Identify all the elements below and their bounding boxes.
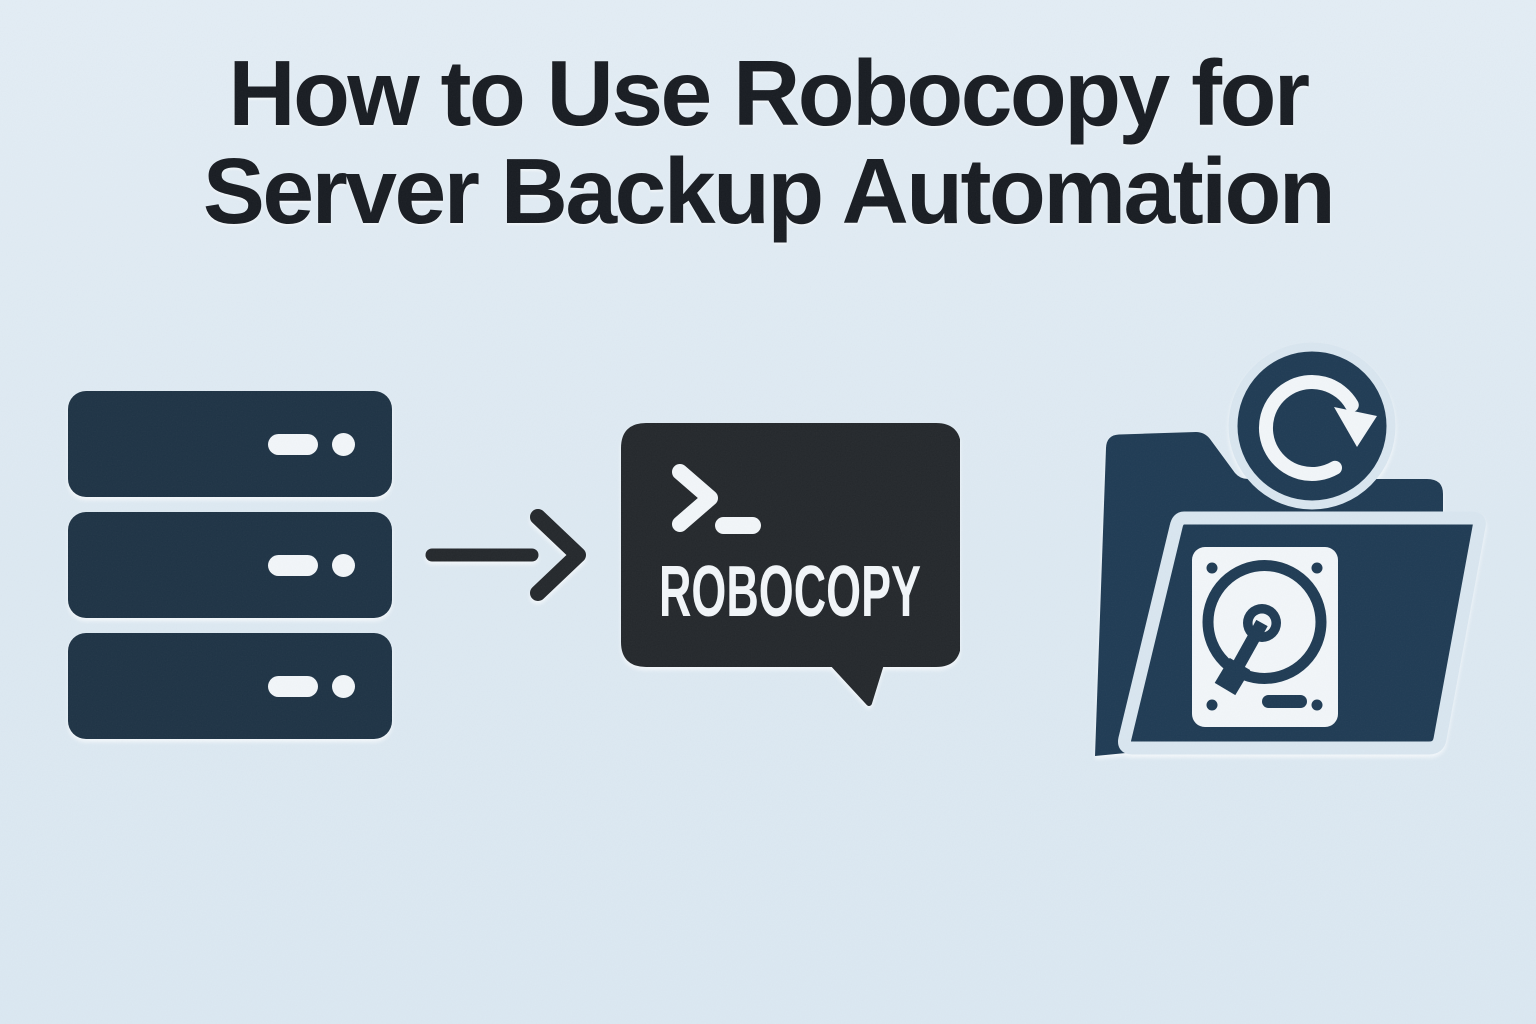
hdd-screw: [1206, 562, 1218, 574]
server-stack-icon: [68, 391, 392, 739]
server-unit: [68, 391, 392, 497]
server-slot: [268, 555, 318, 576]
page-title: How to Use Robocopy for Server Backup Au…: [0, 44, 1536, 240]
title-line-2: Server Backup Automation: [202, 139, 1336, 243]
server-led: [332, 433, 355, 456]
backup-folder-icon: [1095, 342, 1486, 756]
server-slot: [268, 676, 318, 697]
title-line-1: How to Use Robocopy for: [228, 41, 1310, 145]
cursor-underscore: [715, 517, 761, 534]
hdd-actuator-head: [1214, 657, 1251, 696]
hdd-connector: [1262, 695, 1307, 708]
hdd-screw: [1206, 699, 1218, 711]
server-slot: [268, 434, 318, 455]
robocopy-label: ROBOCOPY: [659, 552, 921, 632]
sync-refresh-icon: [1228, 342, 1396, 510]
arrow-head: [530, 509, 586, 601]
hard-drive-icon: [1192, 547, 1338, 727]
hdd-screw: [1311, 562, 1323, 574]
robocopy-terminal-bubble: ROBOCOPY: [621, 423, 960, 706]
server-led: [332, 554, 355, 577]
arrow-right-icon: [425, 509, 586, 601]
server-unit: [68, 512, 392, 618]
server-unit: [68, 633, 392, 739]
server-led: [332, 675, 355, 698]
hdd-screw: [1311, 699, 1323, 711]
